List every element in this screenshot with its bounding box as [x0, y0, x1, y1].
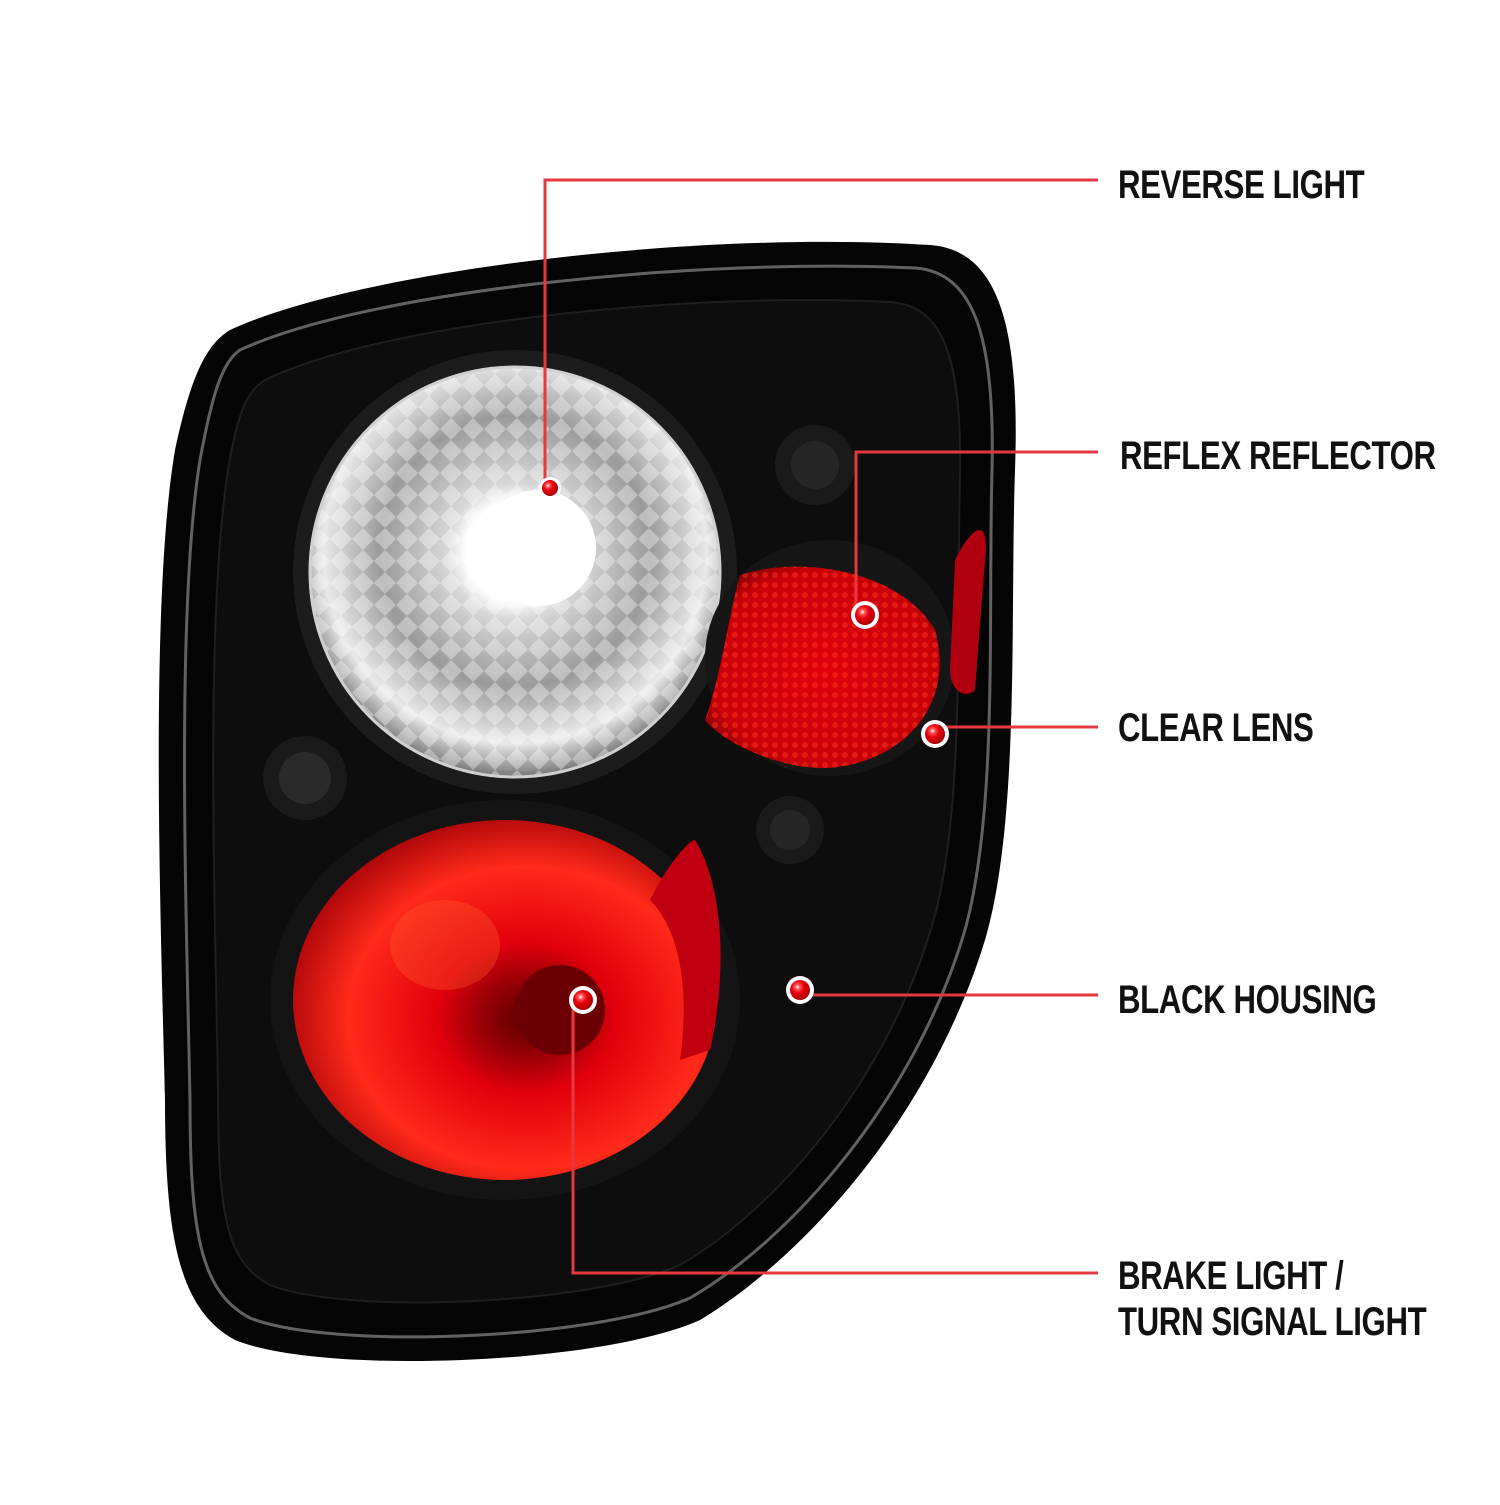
callout-lines	[543, 178, 1098, 1275]
callout-dot-brake-turn	[569, 986, 597, 1014]
label-reflex-reflector: REFLEX REFLECTOR	[1120, 434, 1436, 478]
brake-turn-light-lens	[270, 800, 740, 1200]
label-reverse-light: REVERSE LIGHT	[1118, 163, 1365, 207]
reflex-reflector-lens	[705, 540, 955, 776]
label-clear-lens: CLEAR LENS	[1118, 706, 1314, 750]
housing-rim	[183, 264, 994, 1339]
callout-dot-reverse-light	[539, 477, 561, 499]
callout-dot-clear-lens	[921, 720, 949, 748]
label-brake-light: BRAKE LIGHT /	[1118, 1254, 1344, 1298]
label-black-housing: BLACK HOUSING	[1118, 978, 1377, 1022]
callout-line-reflex-reflector	[854, 450, 1098, 612]
callout-dot-black-housing	[786, 976, 814, 1004]
label-turn-signal-light: TURN SIGNAL LIGHT	[1118, 1300, 1427, 1344]
callout-dot-reflex-reflector	[851, 601, 879, 629]
callout-line-brake-turn	[571, 1003, 1098, 1275]
callout-dots	[539, 477, 949, 1014]
reverse-light-lens	[293, 350, 737, 794]
callout-line-reverse-light	[543, 178, 1098, 488]
